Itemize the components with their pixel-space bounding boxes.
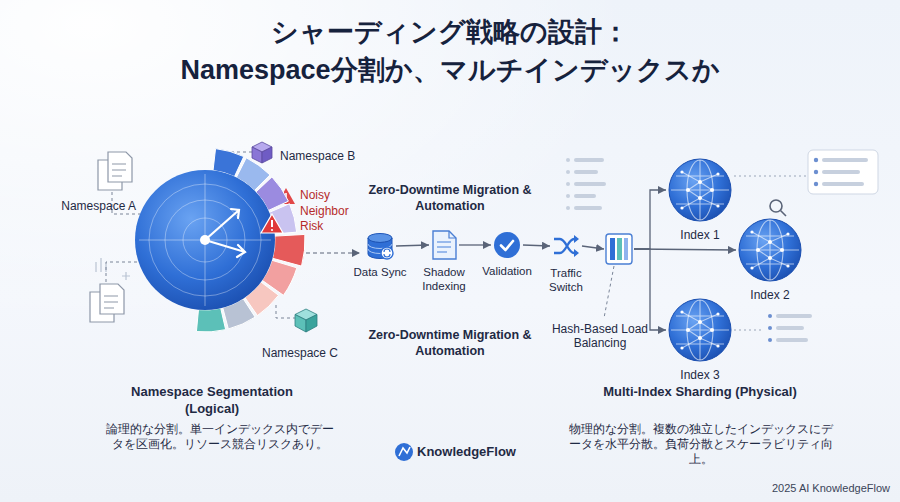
sphere [135,170,275,310]
globe-icon [668,298,732,362]
magnifier-icon [770,200,786,216]
validation-step: Validation [493,231,521,259]
namespace-sphere [135,149,305,332]
load-balancer: Hash-Based Load Balancing [606,234,632,264]
namespace-c-cube [295,309,317,332]
title-line: シャーディング戦略の設計： [0,14,900,52]
panel-description: 論理的な分割。単一インデックス内でデータを区画化。リソース競合リスクあり。 [105,422,335,452]
shadow-indexing-step: Shadow Indexing [431,230,457,260]
shuffle-icon [552,233,580,259]
node-label: Validation [482,265,532,279]
callout-label: Namespace A [36,199,136,215]
warning-label: Noisy Neighbor Risk [300,188,358,235]
list-decoration [734,314,812,342]
title: シャーディング戦略の設計： Namespace分割か、マルチインデックスか [0,14,900,90]
flow-connector [634,190,666,249]
router-icon [606,234,632,264]
faint-marks [96,258,130,280]
leader-line [604,266,614,318]
title-line: Namespace分割か、マルチインデックスか [0,52,900,90]
index-node: Index 1 [668,158,732,222]
section-label: Zero-Downtime Migration & Automation [355,182,545,215]
ring-segment [273,234,305,266]
panel-heading: Multi-Index Sharding (Physical) [595,384,805,401]
panel-heading: Namespace Segmentation (Logical) [107,384,317,418]
node-label: Index 1 [680,228,719,242]
list-decoration [566,158,606,210]
list-decoration [734,150,878,194]
traffic-switch-step: Traffic Switch [552,233,580,259]
data-sync-step: Data Sync [366,232,394,260]
node-label: Index 2 [750,288,789,302]
section-label: Zero-Downtime Migration & Automation [355,327,545,360]
globe-icon [738,218,802,282]
node-label: Data Sync [353,266,406,280]
flow-connector [634,249,666,330]
node-label: Index 3 [680,368,719,382]
node-label: Hash-Based Load Balancing [550,322,650,351]
logo-icon [395,443,413,461]
crosshair [139,174,271,306]
flow-connector [459,244,491,245]
flow-connector [396,245,429,246]
db-icon [366,232,394,260]
document-icons [90,152,132,322]
check-icon [493,231,521,259]
flow-arrow [306,252,360,253]
panel-description: 物理的な分割。複数の独立したインデックスにデータを水平分散。負荷分散とスケーラビ… [565,422,837,467]
callout-label: Namespace C [262,346,362,362]
sphere-arrows [205,209,245,257]
copyright-note: 2025 AI KnowledgeFlow [730,481,890,495]
sphere-center [200,235,210,245]
namespace-b-cube [252,142,272,163]
node-label: Shadow Indexing [415,266,473,294]
leader-lines [106,152,296,318]
globe-icon [668,158,732,222]
index-node: Index 2 [738,218,802,282]
node-label: Traffic Switch [537,267,595,295]
ring-segment [196,308,225,332]
flow-connector [582,246,604,249]
warning-icon [261,214,283,233]
flow-connector [523,245,550,246]
callout-label: Namespace B [280,149,380,165]
brand-name: KnowledgeFlow [417,444,537,461]
doc-icon [431,230,457,260]
index-node: Index 3 [668,298,732,362]
